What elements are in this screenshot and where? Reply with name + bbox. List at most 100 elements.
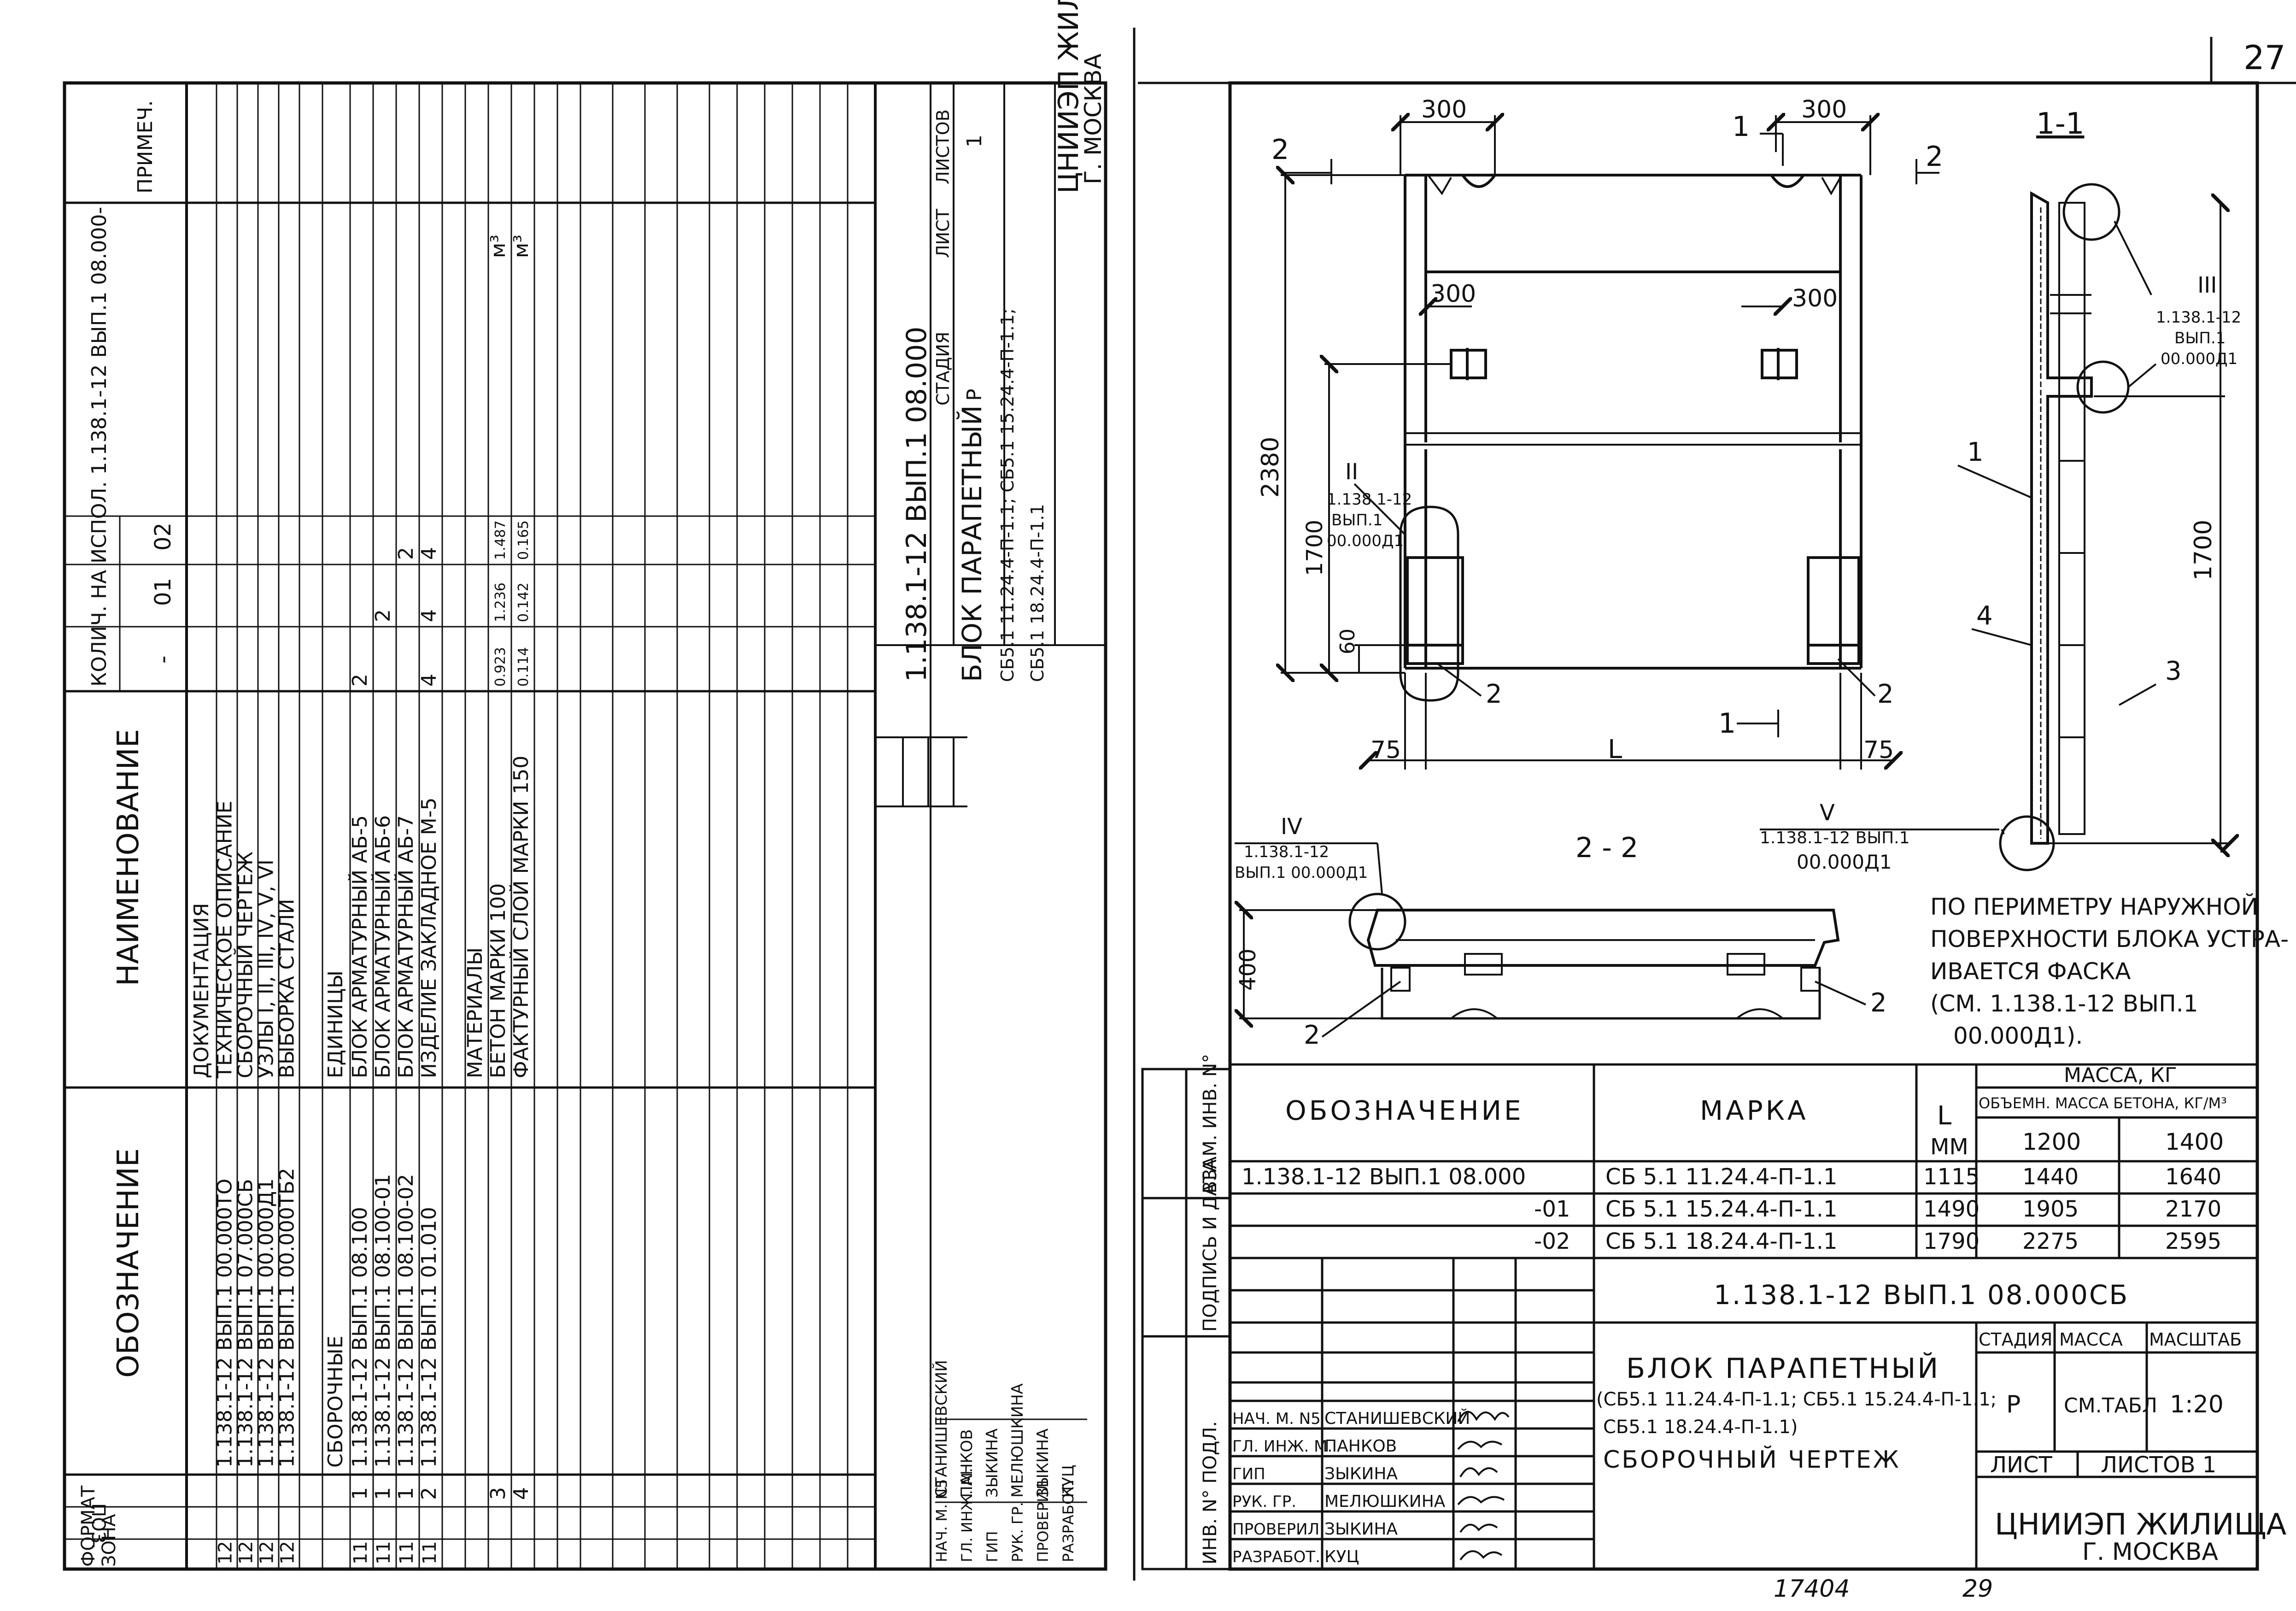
spec-row-qty-1: 2 xyxy=(371,609,395,622)
spec-row-qty-0: 4 xyxy=(417,674,441,687)
spec-row-format: 11 xyxy=(350,1541,371,1564)
side-strip-text: ИНВ. N° ПОДЛ. ПОДПИСЬ И ДАТА ВЗАМ. ИНВ. … xyxy=(1200,1054,1221,1564)
spec-row-qty-1: 4 xyxy=(417,609,441,622)
left-staff-role-2: ГИП xyxy=(984,1531,1001,1562)
row2-mark: СБ 5.1 18.24.4-П-1.1 xyxy=(1605,1229,1838,1254)
left-subtitle-2: СБ5.1 18.24.4-П-1.1 xyxy=(1027,504,1048,682)
section-2-2-title: 2 - 2 xyxy=(1576,832,1638,864)
spec-row-qty-2: 1.487 xyxy=(492,520,509,560)
section-mark-2-left: 2 xyxy=(1271,134,1289,166)
right-staff-role-5: РАЗРАБОТ. xyxy=(1232,1548,1320,1566)
header-qty-col-2: 02 xyxy=(150,523,176,551)
right-sheet-label: ЛИСТ xyxy=(1990,1452,2053,1478)
right-staff-name-2: ЗЫКИНА xyxy=(1324,1464,1398,1483)
callout-III-ref3: 00.000Д1 xyxy=(2161,350,2237,368)
spec-row-format: 12 xyxy=(235,1541,257,1564)
chamfer-note: ПО ПЕРИМЕТРУ НАРУЖНОЙ ПОВЕРХНОСТИ БЛОКА … xyxy=(1930,893,2289,1049)
left-doc-code: 1.138.1-12 ВЫП.1 08.000 xyxy=(901,326,933,682)
note-line-1: ПО ПЕРИМЕТРУ НАРУЖНОЙ xyxy=(1930,893,2258,920)
left-sheets: 1 xyxy=(963,135,986,147)
left-sheets-header: ЛИСТОВ xyxy=(933,109,953,184)
row2-L: 1790 xyxy=(1923,1229,1980,1254)
spec-row-qty-1: 0.142 xyxy=(515,582,532,622)
spec-row-qty-0: 2 xyxy=(348,674,372,687)
th-mark: МАРКА xyxy=(1700,1095,1809,1126)
section-mark-1-top: 1 xyxy=(1732,111,1750,143)
spec-row-qty-0: 0.923 xyxy=(492,647,509,687)
spec-row-name: СБОРОЧНЫЙ ЧЕРТЕЖ xyxy=(233,852,257,1078)
mass-table xyxy=(1229,1063,2259,1259)
spec-row-pos: 2 xyxy=(417,1487,441,1500)
spec-row-name: ДОКУМЕНТАЦИЯ xyxy=(190,903,213,1078)
inv-original-label: ИНВ. N° ПОДЛ. xyxy=(1200,1421,1221,1564)
spec-table-grid xyxy=(64,82,1107,1569)
right-stage: Р xyxy=(2006,1391,2021,1418)
spec-row-format: 11 xyxy=(396,1541,417,1564)
dim-400: 400 xyxy=(1235,948,1261,991)
right-title-block-text: 1.138.1-12 ВЫП.1 08.000СБ БЛОК ПАРАПЕТНЫ… xyxy=(1232,1279,2287,1566)
spec-row-designation: 1.138.1-12 ВЫП.1 00.000ТО xyxy=(213,1179,236,1468)
dim-1700-section: 1700 xyxy=(2190,520,2217,581)
left-staff-name-3: МЕЛЮШКИНА xyxy=(1008,1383,1027,1498)
position-3: 3 xyxy=(2165,656,2182,686)
spec-row-name: БЛОК АРМАТУРНЫЙ АБ-5 xyxy=(347,815,372,1078)
callout-V-num: V xyxy=(1820,800,1835,826)
position-2-section-left: 2 xyxy=(1304,1020,1320,1050)
position-2-section-right: 2 xyxy=(1870,988,1887,1018)
callout-IV-ref1: 1.138.1-12 xyxy=(1244,843,1329,861)
left-org: ЦНИИЭП ЖИЛИЩА xyxy=(1053,0,1085,194)
right-staff-role-4: ПРОВЕРИЛ xyxy=(1232,1520,1319,1539)
right-staff-role-2: ГИП xyxy=(1232,1465,1265,1483)
dim-300-c: 300 xyxy=(1430,280,1476,308)
header-designation: ОБОЗНАЧЕНИЕ xyxy=(111,1148,146,1378)
spec-row-name: ЕДИНИЦЫ xyxy=(324,970,347,1078)
front-view xyxy=(1399,174,1863,702)
right-staff-name-4: ЗЫКИНА xyxy=(1324,1520,1398,1539)
left-stage-header: СТАДИЯ xyxy=(933,332,953,406)
section-2-2 xyxy=(1348,893,1840,1020)
header-qty-col-1: 01 xyxy=(150,578,176,606)
dim-300-a: 300 xyxy=(1421,96,1467,123)
callout-V-ref2: 00.000Д1 xyxy=(1797,851,1892,873)
spec-row-name: БЛОК АРМАТУРНЫЙ АБ-6 xyxy=(370,815,395,1078)
left-title-block: 1.138.1-12 ВЫП.1 08.000 БЛОК ПАРАПЕТНЫЙ СБ… xyxy=(901,0,1107,1562)
left-staff-role-5: РАЗРАБОТ. xyxy=(1060,1479,1077,1562)
row1-m2: 2170 xyxy=(2165,1196,2221,1222)
header-pos: ПОЗ. xyxy=(88,1503,109,1549)
note-line-2: ПОВЕРХНОСТИ БЛОКА УСТРА- xyxy=(1930,926,2289,952)
left-subtitle-1: СБ5.1 11.24.4-П-1.1; СБ5.1 15.24.4-П-1.1… xyxy=(997,308,1018,682)
section-2-2-labels: 2 - 2 IV 1.138.1-12 ВЫП.1 00.000Д1 400 2… xyxy=(1235,814,1887,1050)
th-mass: МАССА, КГ xyxy=(2064,1064,2177,1087)
spec-row-name: БЕТОН МАРКИ 100 xyxy=(486,883,510,1078)
header-qty-title: КОЛИЧ. НА ИСПОЛ. 1.138.1-12 ВЫП.1 08.000… xyxy=(88,207,111,687)
bottom-number-left: 17404 xyxy=(1774,1575,1850,1603)
section-1-1-labels: 1-1 III 1.138.1-12 ВЫП.1 00.000Д1 1700 1… xyxy=(1760,107,2241,873)
left-staff-name-5: КУЦ xyxy=(1059,1465,1078,1498)
row0-m2: 1640 xyxy=(2165,1164,2221,1190)
spec-row-format: 12 xyxy=(215,1541,236,1564)
spec-row-name: ИЗДЕЛИЕ ЗАКЛАДНОЕ М-5 xyxy=(417,797,441,1078)
left-city: Г. МОСКВА xyxy=(1080,53,1107,184)
callout-II-ref3: 00.000Д1 xyxy=(1327,532,1404,550)
right-scale-header: МАСШТАБ xyxy=(2149,1329,2242,1350)
row1-L: 1490 xyxy=(1923,1196,1980,1222)
spec-row-pos: 1 xyxy=(348,1487,372,1500)
right-staff-role-3: РУК. ГР. xyxy=(1232,1493,1296,1511)
right-org: ЦНИИЭП ЖИЛИЩА xyxy=(1995,1508,2287,1542)
left-staff-role-4: ПРОВЕРИЛ xyxy=(1034,1480,1052,1562)
left-title: БЛОК ПАРАПЕТНЫЙ xyxy=(956,406,988,682)
callout-III-num: III xyxy=(2197,272,2217,298)
spec-row-name: БЛОК АРМАТУРНЫЙ АБ-7 xyxy=(393,815,418,1078)
dim-1700: 1700 xyxy=(1302,520,1328,576)
dim-300-d: 300 xyxy=(1792,285,1838,312)
left-staff-role-3: РУК. ГР. xyxy=(1009,1502,1026,1562)
left-staff-name-4: ЗЫКИНА xyxy=(1034,1429,1052,1498)
spec-row-name: ТЕХНИЧЕСКОЕ ОПИСАНИЕ xyxy=(213,801,236,1079)
row1-designation: -01 xyxy=(1534,1196,1570,1222)
th-density-1400: 1400 xyxy=(2165,1129,2224,1155)
spec-row-designation: 1.138.1-12 ВЫП.1 08.100-01 xyxy=(371,1174,395,1468)
dim-2380: 2380 xyxy=(1257,437,1284,498)
dim-L: L xyxy=(1608,735,1622,764)
note-line-4: (СМ. 1.138.1-12 ВЫП.1 xyxy=(1930,990,2198,1017)
